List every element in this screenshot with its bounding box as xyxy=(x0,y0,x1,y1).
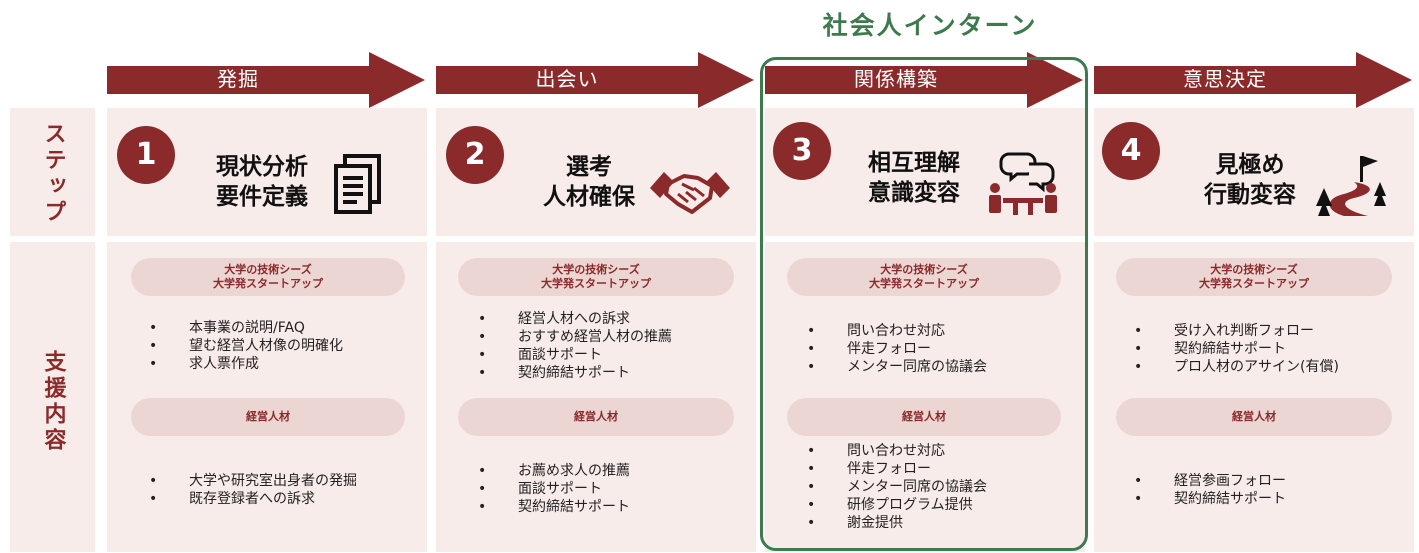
step-title-line: 人材確保 xyxy=(543,184,635,210)
step-card-1: 1 現状分析 要件定義 xyxy=(107,108,427,236)
startup-support-list: 本事業の説明/FAQ 望む経営人材像の明確化 求人票作成 xyxy=(149,319,343,373)
step-title: 選考 人材確保 xyxy=(524,152,654,212)
phase-arrow-4: 意思決定 xyxy=(1094,50,1414,110)
step-title: 見極め 行動変容 xyxy=(1180,150,1320,210)
list-item: 受け入れ判断フォロー xyxy=(1134,322,1339,340)
list-item: 伴走フォロー xyxy=(807,340,987,358)
list-item: 契約締結サポート xyxy=(1134,490,1286,508)
document-icon xyxy=(334,154,381,214)
support-side-panel: 支援内容 xyxy=(10,242,95,552)
support-side-text: 支援内容 xyxy=(40,350,66,454)
arrow-shape xyxy=(765,52,1083,108)
pill-line: 大学発スタートアップ xyxy=(869,277,979,290)
step-number: 3 xyxy=(773,122,831,180)
step-number: 1 xyxy=(117,126,175,184)
list-item: 面談サポート xyxy=(478,346,672,364)
step-title-line: 要件定義 xyxy=(216,184,308,210)
list-item: 伴走フォロー xyxy=(807,460,987,478)
support-card-3: 大学の技術シーズ 大学発スタートアップ 問い合わせ対応 伴走フォロー メンター同… xyxy=(765,242,1085,552)
list-item: 経営人材への訴求 xyxy=(478,310,672,328)
step-title-line: 相互理解 xyxy=(868,150,960,176)
list-item: メンター同席の協議会 xyxy=(807,358,987,376)
pill-line: 大学発スタートアップ xyxy=(213,277,323,290)
list-item: 契約締結サポート xyxy=(478,498,630,516)
step-side-label: ステップ xyxy=(10,122,95,233)
phase-arrow-label: 出会い xyxy=(535,67,599,91)
phase-arrow-label: 発掘 xyxy=(217,67,259,91)
list-item: おすすめ経営人材の推薦 xyxy=(478,328,672,346)
phase-arrow-3: 関係構築 xyxy=(765,50,1085,110)
list-item: 面談サポート xyxy=(478,480,630,498)
pill-line: 大学の技術シーズ xyxy=(224,263,312,276)
startup-pill: 大学の技術シーズ 大学発スタートアップ xyxy=(1116,258,1392,296)
phase-arrow-label: 意思決定 xyxy=(1183,67,1267,91)
startup-support-list: 問い合わせ対応 伴走フォロー メンター同席の協議会 xyxy=(807,322,987,376)
manager-pill: 経営人材 xyxy=(787,398,1061,436)
highlight-title: 社会人インターン xyxy=(822,11,1038,40)
pill-line: 大学の技術シーズ xyxy=(880,263,968,276)
manager-support-list: 経営参画フォロー 契約締結サポート xyxy=(1134,472,1286,508)
manager-support-list: お薦め求人の推薦 面談サポート 契約締結サポート xyxy=(478,462,630,516)
goal-path-icon xyxy=(1316,156,1386,216)
startup-pill: 大学の技術シーズ 大学発スタートアップ xyxy=(458,258,734,296)
list-item: 求人票作成 xyxy=(149,355,343,373)
support-side-label: 支援内容 xyxy=(10,350,95,461)
manager-pill: 経営人材 xyxy=(458,398,734,436)
list-item: 問い合わせ対応 xyxy=(807,442,987,460)
list-item: 契約締結サポート xyxy=(1134,340,1339,358)
arrow-shape xyxy=(436,52,754,108)
step-title-line: 選考 xyxy=(566,154,612,180)
list-item: プロ人材のアサイン(有償) xyxy=(1134,358,1339,376)
list-item: メンター同席の協議会 xyxy=(807,478,987,496)
arrow-shape xyxy=(1094,52,1412,108)
pill-line: 大学発スタートアップ xyxy=(541,277,651,290)
phase-arrow-label: 関係構築 xyxy=(854,67,938,91)
phase-arrow-2: 出会い xyxy=(436,50,756,110)
step-side-panel: ステップ xyxy=(10,108,95,236)
list-item: 謝金提供 xyxy=(807,514,987,532)
manager-support-list: 問い合わせ対応 伴走フォロー メンター同席の協議会 研修プログラム提供 謝金提供 xyxy=(807,442,987,532)
step-title-line: 見極め xyxy=(1215,152,1285,178)
step-number: 2 xyxy=(446,126,504,184)
startup-support-list: 受け入れ判断フォロー 契約締結サポート プロ人材のアサイン(有償) xyxy=(1134,322,1339,376)
list-item: 本事業の説明/FAQ xyxy=(149,319,343,337)
step-title: 相互理解 意識変容 xyxy=(849,148,979,208)
list-item: 経営参画フォロー xyxy=(1134,472,1286,490)
list-item: 問い合わせ対応 xyxy=(807,322,987,340)
step-title-line: 現状分析 xyxy=(216,154,308,180)
list-item: 大学や研究室出身者の発掘 xyxy=(149,472,357,490)
meeting-icon xyxy=(989,152,1057,215)
step-number: 4 xyxy=(1102,122,1160,180)
step-title-line: 行動変容 xyxy=(1204,182,1296,208)
startup-pill: 大学の技術シーズ 大学発スタートアップ xyxy=(131,258,405,296)
startup-support-list: 経営人材への訴求 おすすめ経営人材の推薦 面談サポート 契約締結サポート xyxy=(478,310,672,382)
manager-pill: 経営人材 xyxy=(1116,398,1392,436)
list-item: 研修プログラム提供 xyxy=(807,496,987,514)
list-item: 望む経営人材像の明確化 xyxy=(149,337,343,355)
pill-line: 大学の技術シーズ xyxy=(552,263,640,276)
list-item: 既存登録者への訴求 xyxy=(149,490,357,508)
step-title-line: 意識変容 xyxy=(868,180,960,206)
support-card-1: 大学の技術シーズ 大学発スタートアップ 本事業の説明/FAQ 望む経営人材像の明… xyxy=(107,242,427,552)
pill-line: 大学の技術シーズ xyxy=(1210,263,1298,276)
startup-pill: 大学の技術シーズ 大学発スタートアップ xyxy=(787,258,1061,296)
manager-pill: 経営人材 xyxy=(131,398,405,436)
pill-line: 大学発スタートアップ xyxy=(1199,277,1309,290)
step-side-text: ステップ xyxy=(40,122,66,226)
list-item: 契約締結サポート xyxy=(478,364,672,382)
handshake-icon xyxy=(650,172,730,214)
step-card-3: 3 相互理解 意識変容 xyxy=(765,108,1085,236)
support-card-2: 大学の技術シーズ 大学発スタートアップ 経営人材への訴求 おすすめ経営人材の推薦… xyxy=(436,242,756,552)
arrow-shape xyxy=(107,52,425,108)
step-card-4: 4 見極め 行動変容 xyxy=(1094,108,1414,236)
internship-highlight-frame xyxy=(760,57,1088,551)
phase-arrow-1: 発掘 xyxy=(107,50,427,110)
support-card-4: 大学の技術シーズ 大学発スタートアップ 受け入れ判断フォロー 契約締結サポート … xyxy=(1094,242,1414,552)
list-item: お薦め求人の推薦 xyxy=(478,462,630,480)
step-card-2: 2 選考 人材確保 xyxy=(436,108,756,236)
manager-support-list: 大学や研究室出身者の発掘 既存登録者への訴求 xyxy=(149,472,357,508)
step-title: 現状分析 要件定義 xyxy=(197,152,327,212)
